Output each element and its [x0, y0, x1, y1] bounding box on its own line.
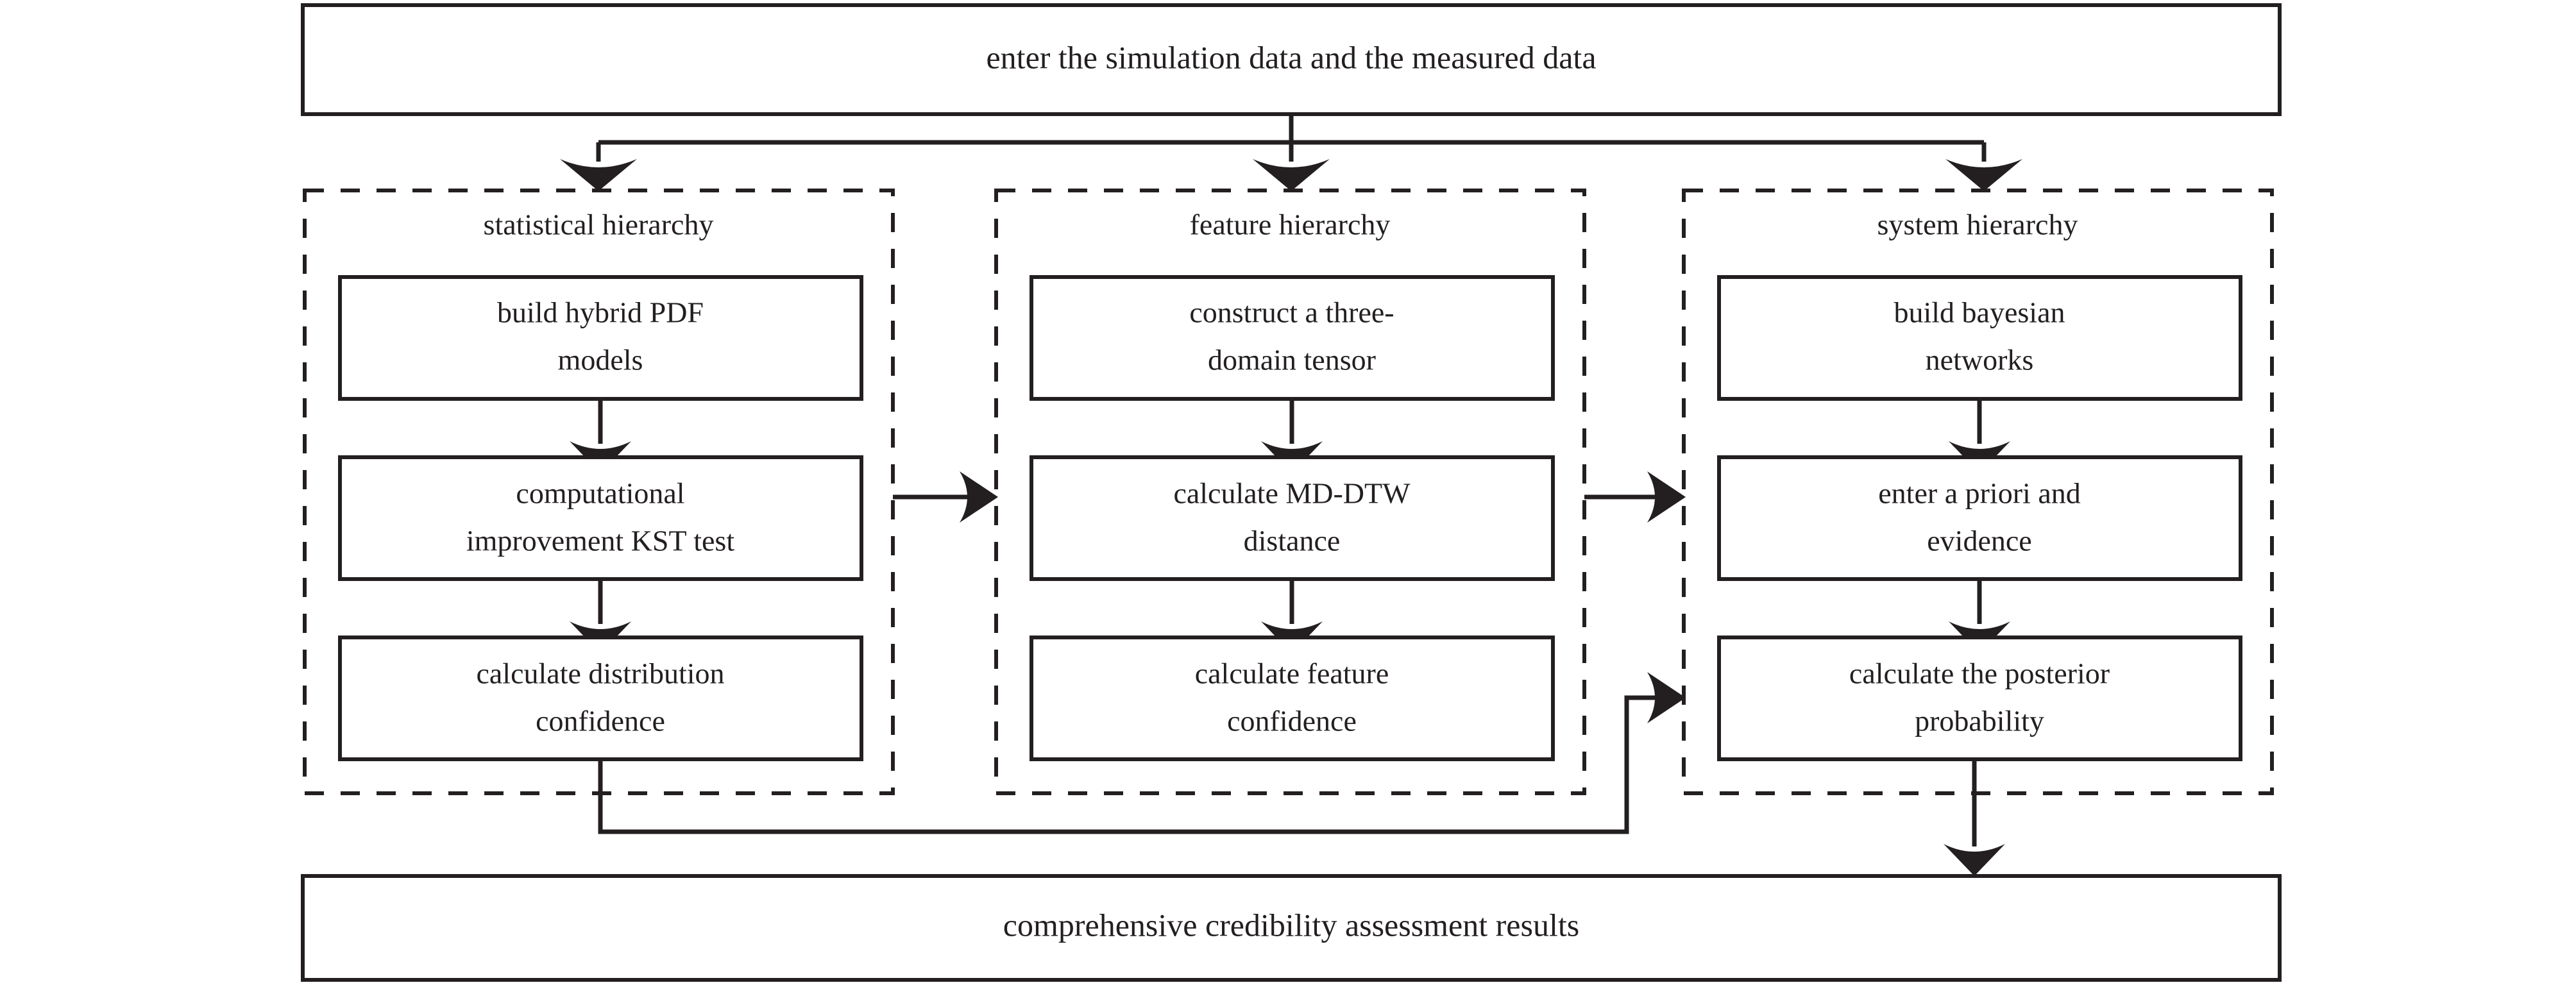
- node-build-hybrid-pdf-models[interactable]: build hybrid PDF models: [338, 275, 863, 401]
- node-build-bayesian-networks-box[interactable]: [1717, 275, 2242, 401]
- node-construct-three-domain-tensor-box[interactable]: [1030, 275, 1555, 401]
- node-build-bayesian-networks[interactable]: build bayesian networks: [1717, 275, 2242, 401]
- group-statistical-hierarchy: statistical hierarchy build hybrid PDF m…: [303, 189, 895, 795]
- group-feature-hierarchy-border: [994, 189, 1586, 795]
- input-node[interactable]: enter the simulation data and the measur…: [301, 3, 2282, 116]
- node-calculate-md-dtw-distance-line1: calculate MD-DTW: [1173, 477, 1411, 510]
- node-calculate-feature-confidence-line1: calculate feature: [1195, 657, 1389, 690]
- node-calculate-md-dtw-distance-line2: distance: [1244, 525, 1341, 557]
- node-enter-a-priori-and-evidence-line1: enter a priori and: [1878, 477, 2080, 510]
- node-computational-improvement-kst-test[interactable]: computational improvement KST test: [338, 455, 863, 581]
- input-node-label: enter the simulation data and the measur…: [986, 39, 1596, 75]
- group-system-hierarchy-title: system hierarchy: [1877, 208, 2078, 241]
- arrow-posterior-probability-to-results: [1944, 759, 2005, 876]
- node-calculate-distribution-confidence-line2: confidence: [536, 705, 665, 737]
- group-system-hierarchy-border: [1682, 189, 2274, 795]
- output-node-label: comprehensive credibility assessment res…: [1003, 907, 1579, 943]
- node-build-bayesian-networks-line2: networks: [1926, 344, 2034, 376]
- group-feature-hierarchy: feature hierarchy construct a three- dom…: [994, 189, 1586, 795]
- arrow-down-to-statistical-icon: [560, 159, 637, 191]
- input-distribution-bus: [560, 114, 2022, 191]
- node-enter-a-priori-and-evidence[interactable]: enter a priori and evidence: [1717, 455, 2242, 581]
- arrow-distribution-confidence-to-posterior-probability: [598, 672, 1686, 834]
- node-enter-a-priori-and-evidence-box[interactable]: [1717, 455, 2242, 581]
- group-feature-hierarchy-title: feature hierarchy: [1190, 208, 1391, 241]
- node-computational-improvement-kst-test-line2: improvement KST test: [466, 525, 734, 557]
- group-statistical-hierarchy-title: statistical hierarchy: [484, 208, 714, 241]
- node-computational-improvement-kst-test-box[interactable]: [338, 455, 863, 581]
- node-build-hybrid-pdf-models-box[interactable]: [338, 275, 863, 401]
- arrow-down-icon: [1944, 844, 2005, 876]
- arrow-feature-to-system: [1584, 471, 1686, 523]
- node-computational-improvement-kst-test-line1: computational: [516, 477, 684, 510]
- arrow-right-icon: [960, 471, 998, 523]
- node-build-hybrid-pdf-models-line1: build hybrid PDF: [497, 296, 704, 329]
- node-calculate-the-posterior-probability[interactable]: calculate the posterior probability: [1717, 636, 2242, 761]
- node-calculate-feature-confidence-box[interactable]: [1030, 636, 1555, 761]
- node-construct-three-domain-tensor-line1: construct a three-: [1189, 296, 1394, 329]
- arrow-right-icon: [1647, 672, 1686, 723]
- group-system-hierarchy: system hierarchy build bayesian networks…: [1682, 189, 2274, 795]
- node-calculate-distribution-confidence[interactable]: calculate distribution confidence: [338, 636, 863, 761]
- node-calculate-the-posterior-probability-line1: calculate the posterior: [1849, 657, 2110, 690]
- node-construct-three-domain-tensor[interactable]: construct a three- domain tensor: [1030, 275, 1555, 401]
- node-calculate-md-dtw-distance-box[interactable]: [1030, 455, 1555, 581]
- node-calculate-the-posterior-probability-box[interactable]: [1717, 636, 2242, 761]
- arrow-right-icon: [1647, 471, 1686, 523]
- node-calculate-md-dtw-distance[interactable]: calculate MD-DTW distance: [1030, 455, 1555, 581]
- output-node[interactable]: comprehensive credibility assessment res…: [301, 874, 2282, 982]
- node-calculate-distribution-confidence-line1: calculate distribution: [476, 657, 724, 690]
- output-node-box[interactable]: [301, 874, 2282, 982]
- arrow-down-to-feature-icon: [1253, 159, 1330, 191]
- node-calculate-distribution-confidence-box[interactable]: [338, 636, 863, 761]
- node-calculate-the-posterior-probability-line2: probability: [1915, 705, 2044, 737]
- input-node-box[interactable]: [301, 3, 2282, 116]
- node-build-bayesian-networks-line1: build bayesian: [1894, 296, 2065, 329]
- node-enter-a-priori-and-evidence-line2: evidence: [1927, 525, 2031, 557]
- node-construct-three-domain-tensor-line2: domain tensor: [1208, 344, 1376, 376]
- arrow-statistical-to-feature: [893, 471, 998, 523]
- node-calculate-feature-confidence-line2: confidence: [1227, 705, 1357, 737]
- arrow-elbow-shaft: [598, 695, 1675, 834]
- node-build-hybrid-pdf-models-line2: models: [558, 344, 643, 376]
- node-calculate-feature-confidence[interactable]: calculate feature confidence: [1030, 636, 1555, 761]
- arrow-down-to-system-icon: [1945, 159, 2022, 191]
